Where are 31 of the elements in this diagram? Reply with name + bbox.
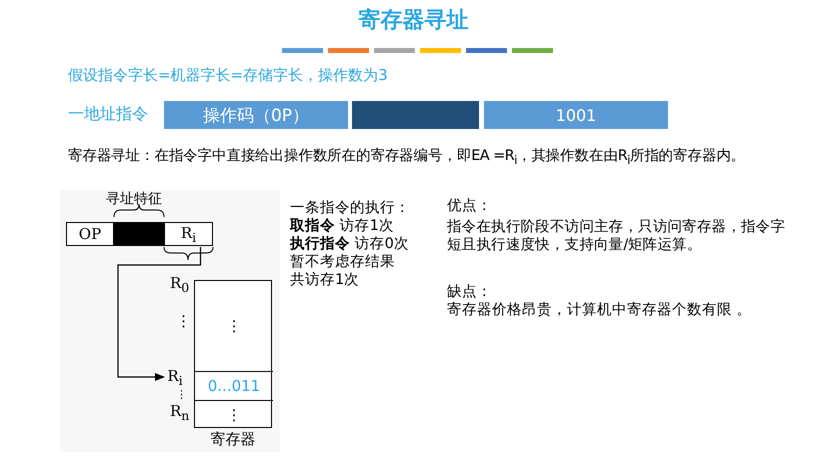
heading: 优点： — [447, 198, 492, 216]
register-cell: R$_{i}$ — [164, 222, 213, 246]
node-label: 寄存器 — [210, 430, 256, 448]
text-line: 一条指令的执行： — [290, 200, 410, 218]
register-label: R$_{i}$ — [164, 366, 186, 388]
text-line: 共访存1次 — [290, 272, 360, 290]
opcode-field: 操作码（0P） — [164, 101, 348, 129]
mode-cell — [114, 222, 164, 246]
text-line: 取指令 访存1次 — [290, 218, 394, 236]
register-cell: ⋮ — [195, 281, 273, 371]
paragraph: 指令在执行阶段不访问主存，只访问寄存器，指令字短且执行速度快，支持向量/矩阵运算。 — [447, 218, 786, 254]
title: 寄存器寻址 — [358, 8, 470, 34]
paragraph: 寄存器价格昂贵，计算机中寄存器个数有限 。 — [447, 302, 753, 320]
operand-field: 1001 — [484, 101, 668, 129]
address-field — [352, 101, 479, 129]
row-label: 一地址指令 — [68, 104, 148, 124]
description-text: 寄存器寻址：在指令字中直接给出操作数所在的寄存器编号，即EA =R$_{i}$，其操作数在由R$_{i}$所指的寄存器内。 — [68, 148, 746, 168]
register-label: R$_{0}$ — [170, 274, 190, 295]
text-line: 暂不考虑存结果 — [290, 254, 395, 272]
register-label: R$_{n}$ — [170, 402, 190, 423]
ellipsis: ⋮ — [176, 389, 187, 400]
heading: 缺点： — [447, 284, 492, 302]
ellipsis: ⋮ — [176, 312, 191, 330]
brace-label: 寻址特征 — [106, 191, 162, 208]
register-cell: 0...011 — [195, 371, 273, 401]
op-cell: OP — [66, 222, 114, 246]
text-line: 执行指令 访存0次 — [290, 236, 409, 254]
register-cell: ⋮ — [195, 401, 273, 429]
register-file-box — [194, 280, 272, 428]
arrow — [117, 247, 202, 381]
intro-text: 假设指令字长=机器字长=存储字长，操作数为3 — [68, 66, 388, 84]
